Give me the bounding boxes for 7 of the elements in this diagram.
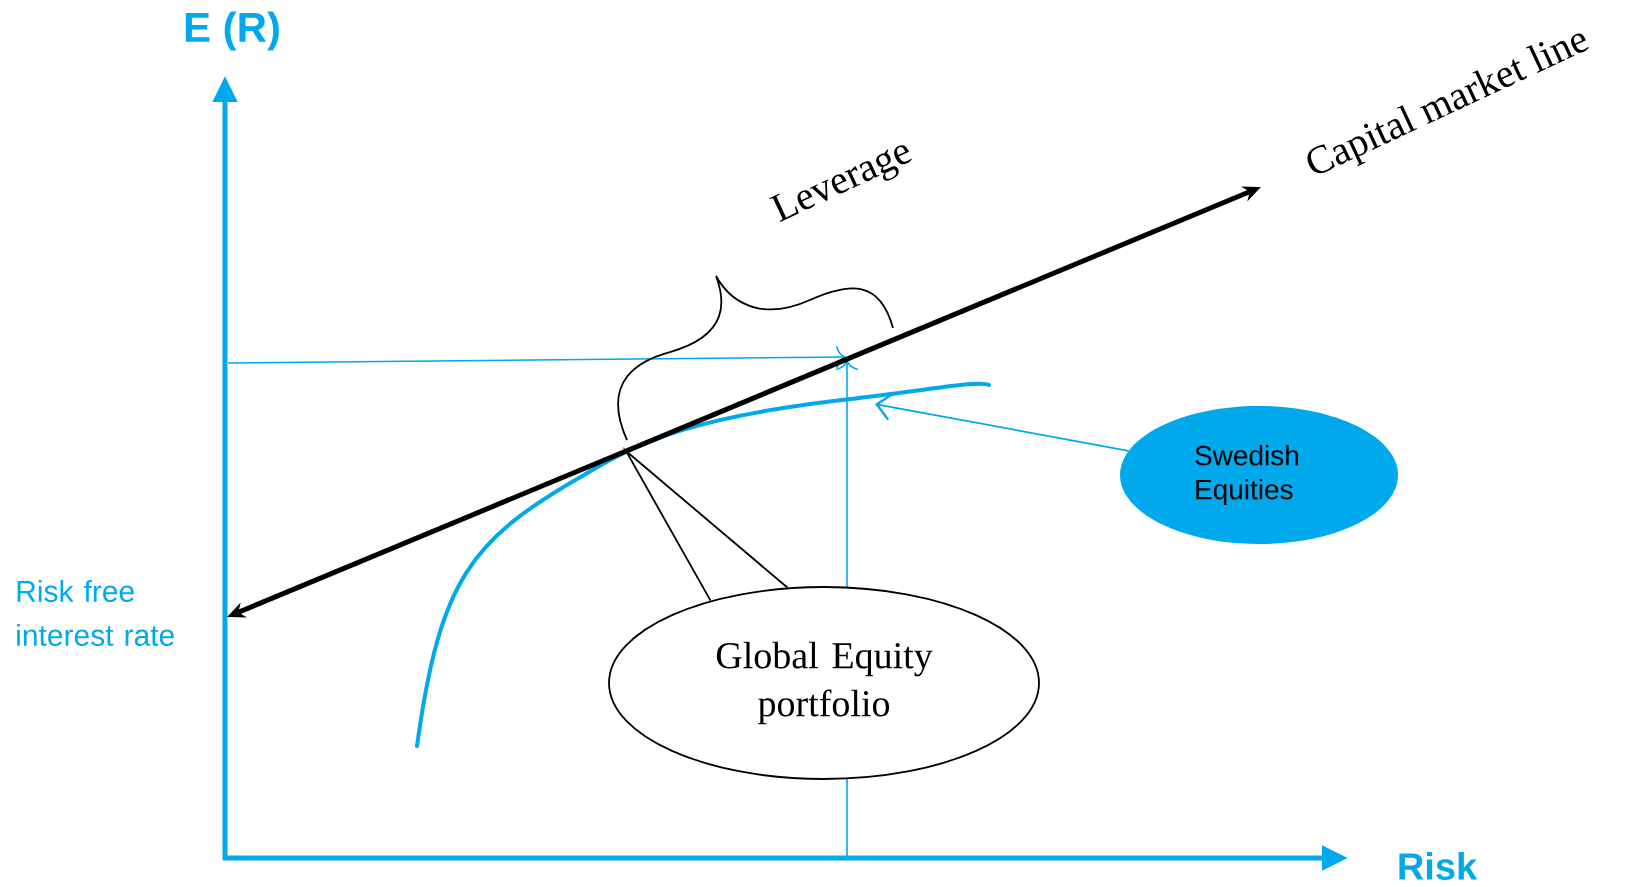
- curve-end: [856, 381, 991, 400]
- leader-arrow: [875, 393, 1130, 452]
- axis-label: E (R): [185, 11, 279, 51]
- axis-label: Risk free interest rate: [17, 580, 174, 647]
- axis-label: Risk: [1399, 852, 1478, 880]
- callout-tail: [622, 447, 789, 602]
- callout-bubble: Global Equity portfolio: [608, 586, 1040, 780]
